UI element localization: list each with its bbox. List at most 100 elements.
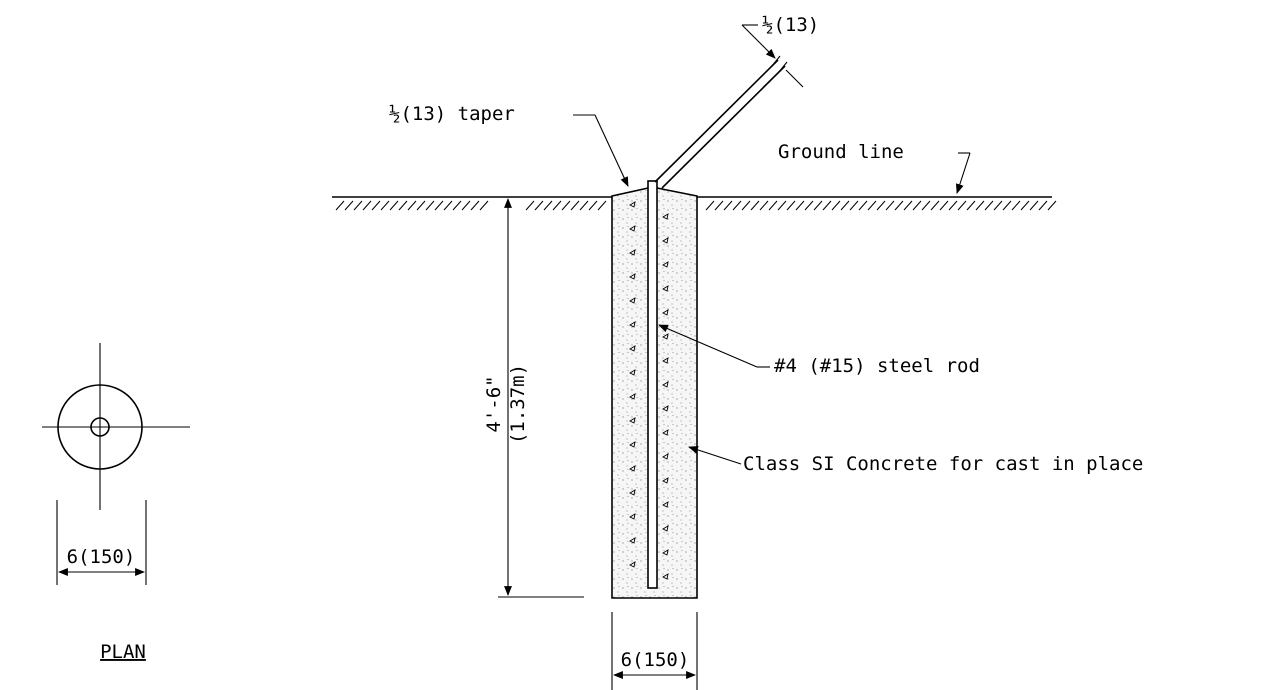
plan-footing-circle <box>57 384 143 470</box>
ground-hatch-stroke <box>371 200 381 211</box>
ground-hatch-stroke <box>525 200 535 211</box>
aggregate-mark <box>629 465 636 472</box>
ground-hatch-stroke <box>407 200 417 211</box>
ground-hatch-stroke <box>966 200 976 211</box>
depth-metric-label: (1.37m) <box>507 364 529 444</box>
ground-hatch-stroke <box>786 200 796 211</box>
aggregate-marks <box>629 201 669 580</box>
ground-hatch-stroke <box>389 200 399 211</box>
concrete-label: Class SI Concrete for cast in place <box>743 453 1143 475</box>
concrete-leader-arrow <box>688 446 742 465</box>
ground-hatch-stroke <box>561 200 571 211</box>
ground-hatch-stroke <box>543 200 553 211</box>
aggregate-mark <box>629 345 636 352</box>
aggregate-mark <box>662 381 669 388</box>
rod-leader-arrow <box>658 324 758 368</box>
ground-hatch-stroke <box>858 200 868 211</box>
aggregate-mark <box>629 537 636 544</box>
aggregate-mark <box>662 477 669 484</box>
ground-hatch-stroke <box>795 200 805 211</box>
ground-hatch-stroke <box>570 200 580 211</box>
aggregate-mark <box>629 369 636 376</box>
aggregate-mark <box>662 357 669 364</box>
aggregate-mark <box>662 525 669 532</box>
aggregate-mark <box>662 573 669 580</box>
aggregate-mark <box>629 513 636 520</box>
ground-hatch-stroke <box>921 200 931 211</box>
plan-view: 6(150) PLAN <box>42 343 190 663</box>
aggregate-mark <box>629 321 636 328</box>
aggregate-mark <box>629 201 636 208</box>
ground-hatch-stroke <box>1029 200 1039 211</box>
aggregate-mark <box>662 405 669 412</box>
ground-hatch-stroke <box>1002 200 1012 211</box>
ground-hatch-stroke <box>777 200 787 211</box>
ground-hatch-stroke <box>912 200 922 211</box>
ground-hatch-stroke <box>335 200 345 211</box>
ground-hatch-stroke <box>732 200 742 211</box>
aggregate-mark <box>629 489 636 496</box>
aggregate-mark <box>662 549 669 556</box>
aggregate-mark <box>629 249 636 256</box>
ground-hatch-stroke <box>804 200 814 211</box>
ground-hatch-stroke <box>552 200 562 211</box>
ground-hatch-stroke <box>984 200 994 211</box>
aggregate-mark <box>629 561 636 568</box>
aggregate-mark <box>629 393 636 400</box>
ground-hatch-stroke <box>975 200 985 211</box>
ground-hatch-stroke <box>353 200 363 211</box>
ground-hatch-stroke <box>741 200 751 211</box>
ground-hatch-stroke <box>398 200 408 211</box>
width-label: 6(150) <box>621 649 690 671</box>
aggregate-mark <box>662 429 669 436</box>
taper-leader-arrow <box>594 114 629 187</box>
ground-hatch-stroke <box>894 200 904 211</box>
plan-rod-circle <box>90 417 110 437</box>
aggregate-mark <box>629 297 636 304</box>
section-view: ½(13) ½(13) taper Ground line #4 (#15) s… <box>332 14 1143 690</box>
ground-hatching <box>335 200 1057 211</box>
rod-label: #4 (#15) steel rod <box>774 355 980 377</box>
bent-rod-end-tick-2 <box>778 61 788 73</box>
ground-hatch-stroke <box>344 200 354 211</box>
ground-hatch-stroke <box>362 200 372 211</box>
ground-hatch-stroke <box>813 200 823 211</box>
bent-rod-edge-upper <box>654 59 779 183</box>
ground-hatch-stroke <box>461 200 471 211</box>
aggregate-mark <box>629 225 636 232</box>
ground-hatch-stroke <box>452 200 462 211</box>
ground-hatch-stroke <box>434 200 444 211</box>
ground-hatch-stroke <box>876 200 886 211</box>
plan-width-label: 6(150) <box>67 546 136 568</box>
rod-end-dimension-tail <box>785 69 804 88</box>
ground-hatch-stroke <box>822 200 832 211</box>
ground-line-label: Ground line <box>778 141 904 163</box>
ground-hatch-stroke <box>705 200 715 211</box>
ground-hatch-stroke <box>831 200 841 211</box>
steel-rod <box>647 180 658 589</box>
rod-end-dimension-arrow <box>741 24 776 59</box>
bent-rod-edge-lower <box>661 65 786 189</box>
ground-hatch-stroke <box>579 200 589 211</box>
ground-hatch-stroke <box>588 200 598 211</box>
ground-hatch-stroke <box>1047 200 1057 211</box>
aggregate-mark <box>662 213 669 220</box>
aggregate-mark <box>629 441 636 448</box>
ground-hatch-stroke <box>597 200 607 211</box>
aggregate-mark <box>629 273 636 280</box>
ground-hatch-stroke <box>993 200 1003 211</box>
ground-hatch-stroke <box>750 200 760 211</box>
ground-hatch-stroke <box>1011 200 1021 211</box>
ground-hatch-stroke <box>867 200 877 211</box>
aggregate-mark <box>629 417 636 424</box>
ground-hatch-stroke <box>930 200 940 211</box>
ground-hatch-stroke <box>425 200 435 211</box>
ground-leader-arrow <box>955 152 971 194</box>
ground-hatch-stroke <box>939 200 949 211</box>
depth-label: 4'-6" <box>483 375 505 432</box>
ground-hatch-stroke <box>840 200 850 211</box>
aggregate-mark <box>662 285 669 292</box>
aggregate-mark <box>662 501 669 508</box>
aggregate-mark <box>662 453 669 460</box>
ground-hatch-stroke <box>948 200 958 211</box>
